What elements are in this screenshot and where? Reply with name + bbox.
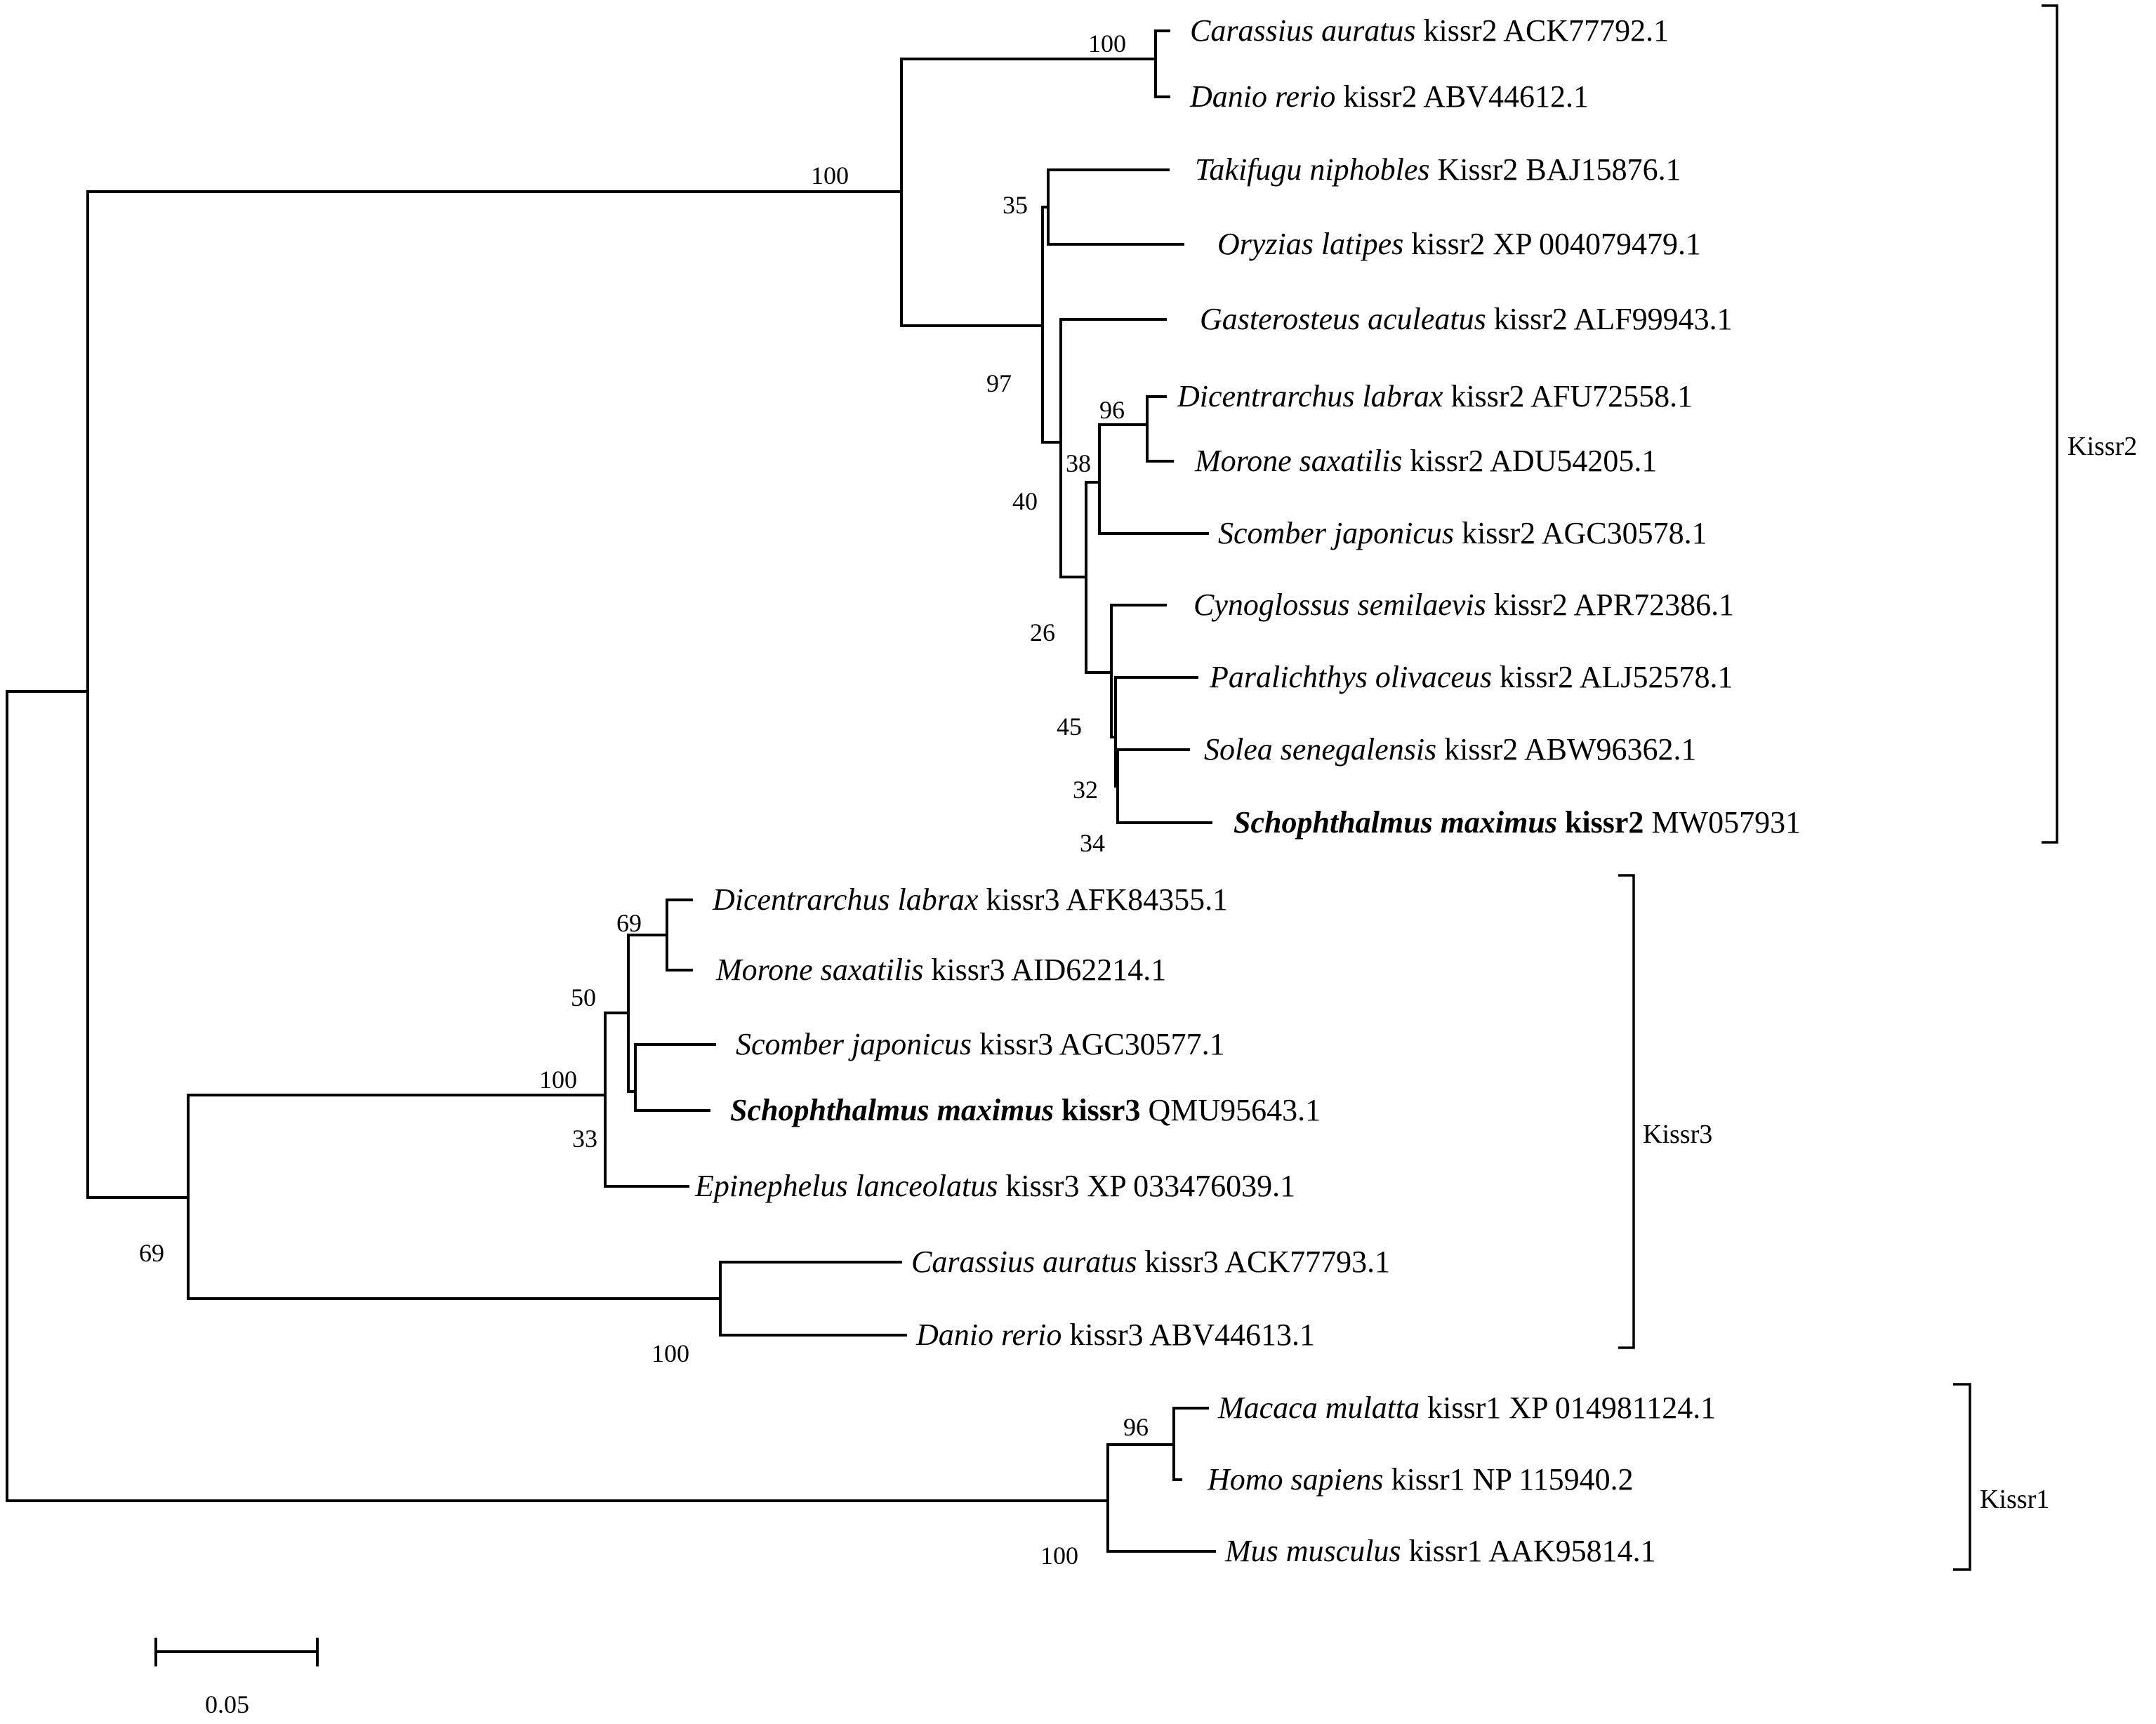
bootstrap-value: 34 xyxy=(1080,829,1105,857)
bootstrap-values: 100 100 35 97 96 38 40 26 45 32 34 69 50… xyxy=(139,29,1149,1570)
clade-brackets: Kissr2 Kissr3 Kissr1 xyxy=(1618,4,2137,1571)
clade-label-kissr1: Kissr1 xyxy=(1980,1485,2049,1514)
leaf-label: Scomber japonicus kissr2 AGC30578.1 xyxy=(1218,516,1707,550)
leaf-label: Mus musculus kissr1 AAK95814.1 xyxy=(1224,1534,1656,1568)
leaf-label: Epinephelus lanceolatus kissr3 XP 033476… xyxy=(694,1169,1295,1203)
leaf-label: Danio rerio kissr3 ABV44613.1 xyxy=(915,1318,1315,1352)
bootstrap-value: 26 xyxy=(1030,618,1055,646)
leaf-label: Danio rerio kissr2 ABV44612.1 xyxy=(1189,79,1589,114)
bootstrap-value: 69 xyxy=(616,909,642,937)
leaf-labels: Carassius auratus kissr2 ACK77792.1 Dani… xyxy=(694,13,1801,1568)
bootstrap-value: 97 xyxy=(986,369,1012,397)
tree-branches xyxy=(6,29,1216,1553)
leaf-label: Carassius auratus kissr2 ACK77792.1 xyxy=(1190,13,1669,48)
clade-bracket-kissr1 xyxy=(1953,1383,1971,1571)
leaf-label: Takifugu niphobles Kissr2 BAJ15876.1 xyxy=(1195,152,1681,187)
leaf-label: Carassius auratus kissr3 ACK77793.1 xyxy=(911,1245,1390,1279)
clade-label-kissr2: Kissr2 xyxy=(2068,432,2137,461)
leaf-label: Schophthalmus maximus kissr3 QMU95643.1 xyxy=(730,1093,1321,1127)
leaf-label: Schophthalmus maximus kissr2 MW057931 xyxy=(1234,805,1801,840)
clade-bracket-kissr3 xyxy=(1618,874,1635,1349)
bootstrap-value: 38 xyxy=(1066,449,1091,477)
clade-label-kissr3: Kissr3 xyxy=(1643,1120,1712,1149)
leaf-label: Macaca mulatta kissr1 XP 014981124.1 xyxy=(1217,1391,1716,1425)
leaf-label: Dicentrarchus labrax kissr3 AFK84355.1 xyxy=(712,882,1228,917)
bootstrap-value: 100 xyxy=(1088,29,1126,58)
bootstrap-value: 100 xyxy=(652,1339,689,1367)
leaf-label: Morone saxatilis kissr2 ADU54205.1 xyxy=(1194,444,1657,478)
scale-bar-label: 0.05 xyxy=(205,1690,249,1718)
bootstrap-value: 96 xyxy=(1123,1413,1149,1441)
leaf-label: Scomber japonicus kissr3 AGC30577.1 xyxy=(736,1027,1225,1061)
bootstrap-value: 100 xyxy=(1040,1541,1078,1570)
leaf-label: Gasterosteus aculeatus kissr2 ALF99943.1 xyxy=(1200,302,1733,336)
leaf-label: Cynoglossus semilaevis kissr2 APR72386.1 xyxy=(1193,588,1734,622)
bootstrap-value: 96 xyxy=(1099,396,1125,424)
leaf-label: Dicentrarchus labrax kissr2 AFU72558.1 xyxy=(1177,379,1693,413)
leaf-label: Oryzias latipes kissr2 XP 004079479.1 xyxy=(1217,227,1701,261)
leaf-label: Homo sapiens kissr1 NP 115940.2 xyxy=(1207,1462,1634,1497)
leaf-label: Morone saxatilis kissr3 AID62214.1 xyxy=(715,953,1166,987)
leaf-label: Paralichthys olivaceus kissr2 ALJ52578.1 xyxy=(1209,660,1733,694)
bootstrap-value: 40 xyxy=(1012,487,1038,515)
bootstrap-value: 69 xyxy=(139,1239,164,1267)
bootstrap-value: 100 xyxy=(539,1066,577,1094)
scale-bar-line xyxy=(154,1638,319,1666)
leaf-label: Solea senegalensis kissr2 ABW96362.1 xyxy=(1204,732,1697,767)
clade-bracket-kissr2 xyxy=(2042,4,2058,844)
scale-bar: 0.05 xyxy=(154,1638,319,1718)
bootstrap-value: 33 xyxy=(572,1125,597,1153)
bootstrap-value: 35 xyxy=(1003,191,1028,219)
bootstrap-value: 100 xyxy=(811,161,849,190)
bootstrap-value: 45 xyxy=(1057,712,1082,741)
bootstrap-value: 50 xyxy=(571,983,596,1012)
bootstrap-value: 32 xyxy=(1073,776,1098,804)
